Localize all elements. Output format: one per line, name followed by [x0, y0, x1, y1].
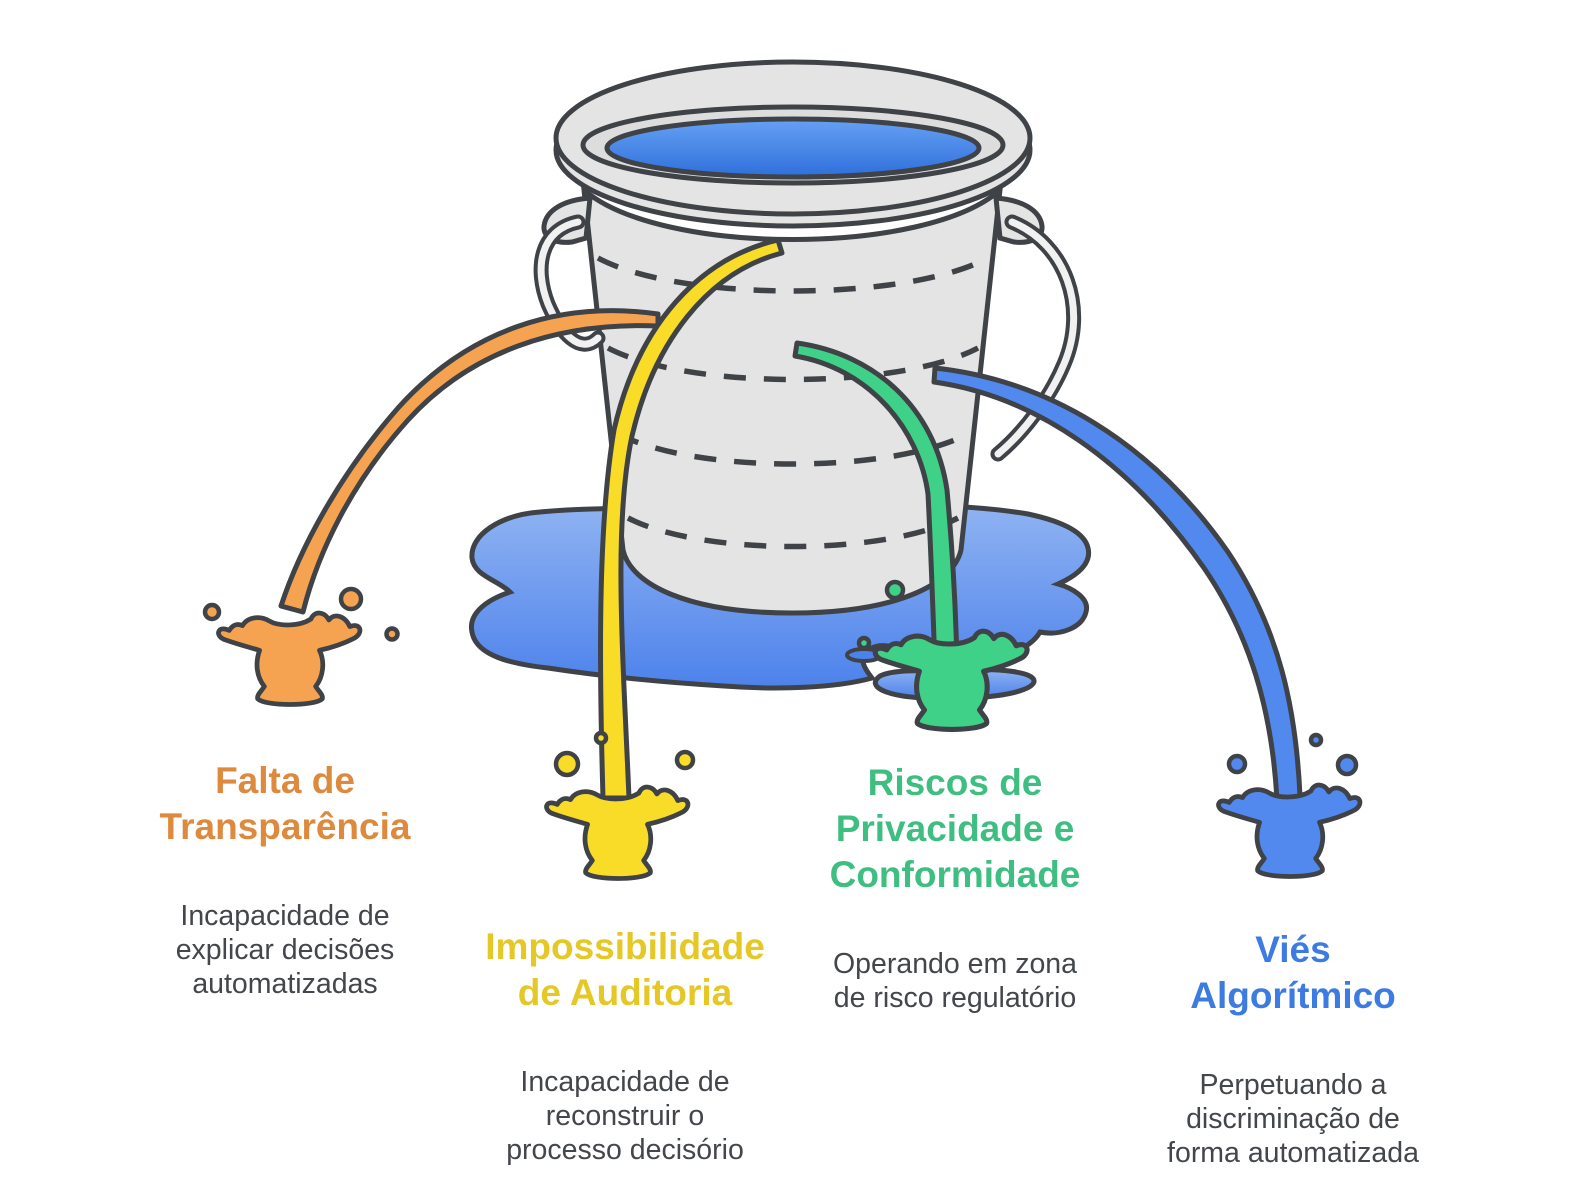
- bucket-left-handle: [533, 195, 606, 352]
- label-riscos-de-privacidade: Riscos de Privacidade e Conformidade Ope…: [735, 742, 1175, 1033]
- label-vies-algoritmico: Viés Algorítmico Perpetuando a discrimin…: [1073, 909, 1513, 1179]
- orange-droplet: [202, 602, 222, 622]
- orange-splash-icon: [219, 613, 360, 704]
- blue-droplet: [1308, 732, 1324, 748]
- label-heading: Riscos de Privacidade e Conformidade: [829, 762, 1081, 895]
- label-heading: Viés Algorítmico: [1190, 929, 1396, 1016]
- label-falta-de-transparencia: Falta de Transparência Incapacidade de e…: [65, 740, 505, 1019]
- yellow-droplet: [553, 750, 581, 778]
- bucket-right-handle: [990, 195, 1082, 462]
- leak-splashes: [202, 579, 1360, 879]
- label-description: Incapacidade de reconstruir o processo d…: [506, 1065, 744, 1167]
- orange-droplet: [338, 586, 364, 612]
- label-heading: Impossibilidade de Auditoria: [485, 926, 765, 1013]
- label-description: Operando em zona de risco regulatório: [833, 947, 1077, 1014]
- green-droplet: [856, 635, 872, 651]
- orange-leak-stream: [278, 308, 661, 615]
- label-description: Perpetuando a discriminação de forma aut…: [1167, 1068, 1419, 1170]
- label-heading: Falta de Transparência: [159, 760, 411, 847]
- water-surface: [604, 116, 982, 180]
- blue-splash-icon: [1219, 785, 1360, 876]
- yellow-droplet: [674, 749, 696, 771]
- label-description: Incapacidade de explicar decisões automa…: [175, 899, 395, 1001]
- yellow-droplet: [593, 730, 609, 746]
- label-impossibilidade-de-auditoria: Impossibilidade de Auditoria Incapacidad…: [405, 906, 845, 1179]
- orange-droplet: [384, 626, 400, 642]
- green-droplet: [884, 579, 906, 601]
- blue-droplet: [1335, 753, 1359, 777]
- blue-droplet: [1226, 753, 1248, 775]
- yellow-splash-icon: [547, 787, 688, 878]
